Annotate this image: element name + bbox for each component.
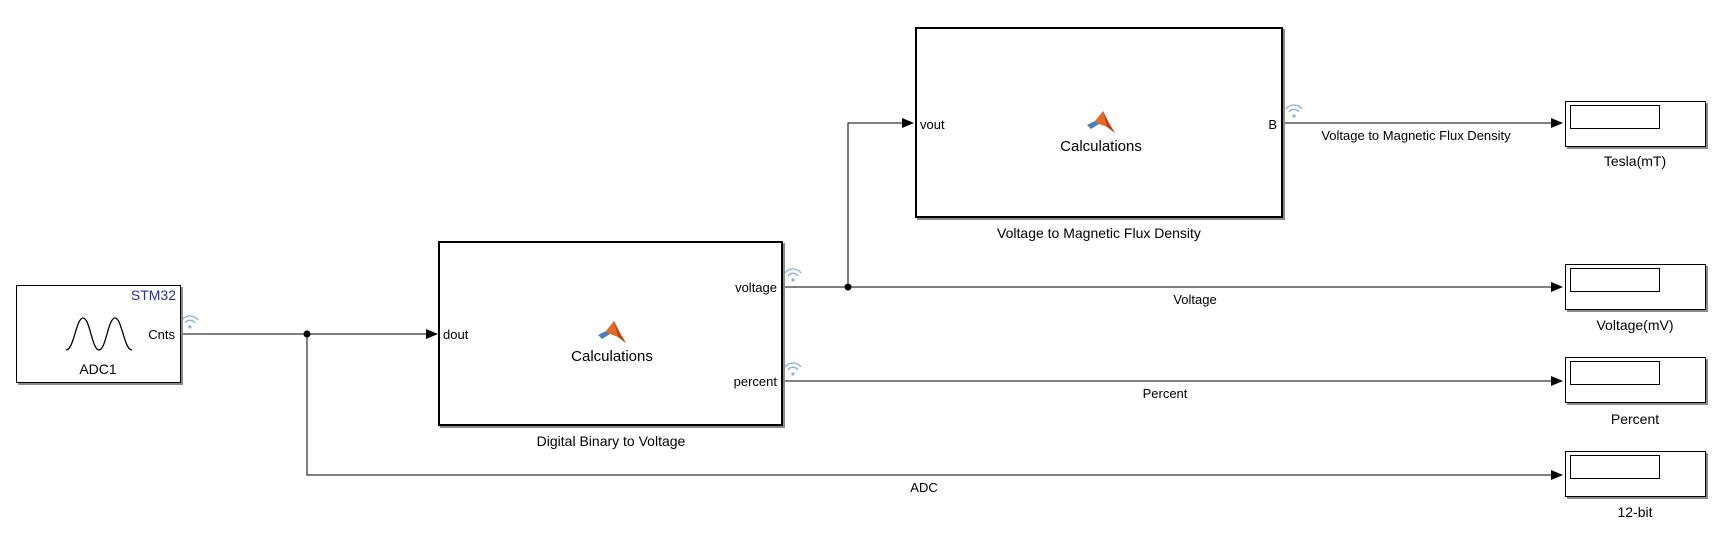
adc-port-cnts: Cnts — [148, 327, 175, 342]
display-percent-label: Percent — [1610, 411, 1660, 427]
voltage-to-flux-block[interactable]: vout B Calculations — [915, 27, 1283, 218]
wire-voltage-to-vout — [847, 118, 914, 287]
branch-point-voltage — [844, 283, 852, 291]
digital-binary-to-voltage-block[interactable]: dout voltage percent Calculations — [438, 241, 783, 426]
display-12bit[interactable] — [1565, 451, 1706, 497]
matlab-logo-icon — [1087, 111, 1115, 133]
display-voltage[interactable] — [1565, 264, 1706, 310]
signal-stream-icon — [784, 268, 802, 282]
wire-adc-to-12bit — [306, 334, 1563, 480]
display-readout — [1570, 455, 1660, 479]
digital-binary-to-voltage-label: Digital Binary to Voltage — [536, 433, 686, 449]
display-12bit-label: 12-bit — [1617, 504, 1653, 520]
signal-label-adc: ADC — [910, 480, 938, 495]
branch-point-adc — [303, 330, 311, 338]
signal-stream-icon — [1285, 104, 1303, 118]
port-percent: percent — [733, 374, 777, 389]
adc-block[interactable]: STM32 Cnts ADC1 — [16, 285, 181, 383]
signal-stream-icon — [181, 315, 199, 329]
adc-wave-icon — [66, 317, 132, 351]
port-b: B — [1268, 117, 1277, 132]
display-tesla[interactable] — [1565, 101, 1706, 147]
adc-block-name: ADC1 — [79, 361, 117, 377]
signal-label-voltage: Voltage — [1173, 292, 1217, 307]
signal-label-flux: Voltage to Magnetic Flux Density — [1321, 128, 1511, 143]
adc-brand-label: STM32 — [130, 287, 176, 303]
display-readout — [1570, 268, 1660, 292]
port-vout: vout — [920, 117, 945, 132]
display-percent[interactable] — [1565, 357, 1706, 403]
display-readout — [1570, 105, 1660, 129]
display-voltage-label: Voltage(mV) — [1596, 317, 1674, 333]
voltage-to-flux-label: Voltage to Magnetic Flux Density — [997, 225, 1201, 241]
port-voltage: voltage — [735, 280, 777, 295]
fn-block-2-title: Calculations — [1060, 138, 1142, 155]
signal-label-percent: Percent — [1142, 386, 1188, 401]
matlab-logo-icon — [598, 321, 626, 343]
signal-stream-icon — [784, 362, 802, 376]
display-tesla-label: Tesla(mT) — [1603, 153, 1667, 169]
display-readout — [1570, 361, 1660, 385]
port-dout: dout — [443, 327, 469, 342]
fn-block-1-title: Calculations — [571, 348, 653, 365]
